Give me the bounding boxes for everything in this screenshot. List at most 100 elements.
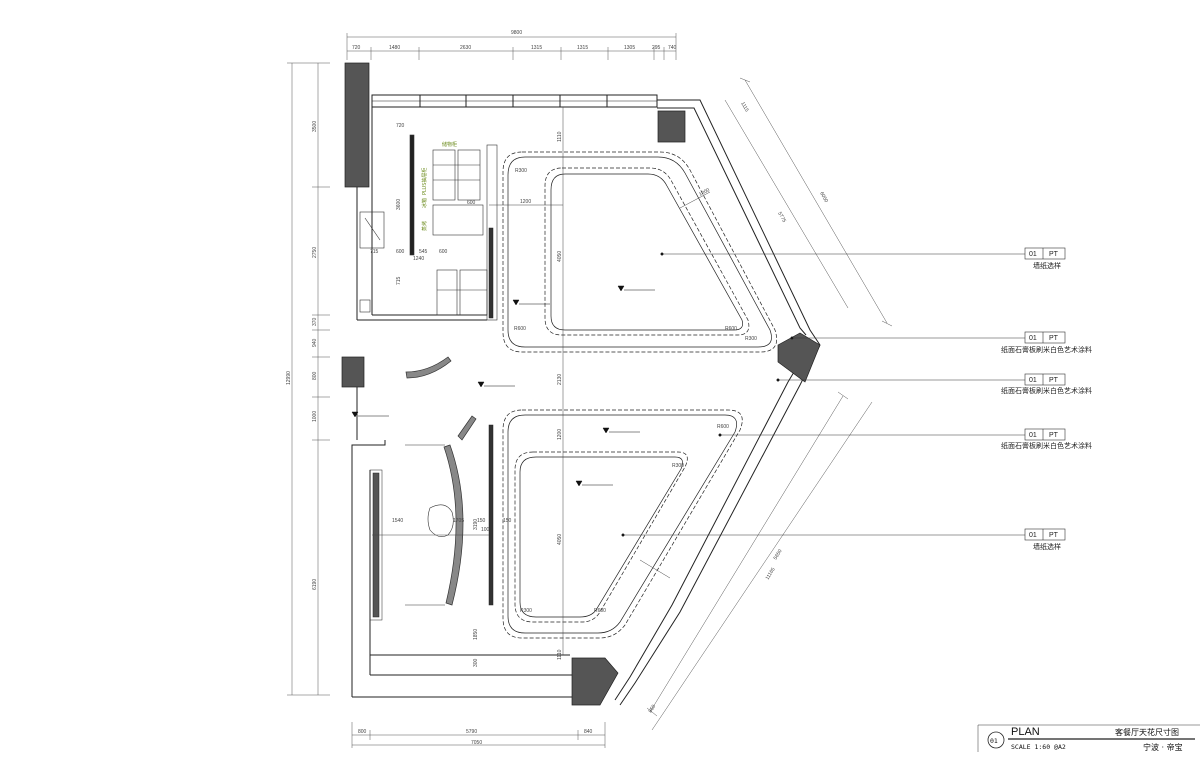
right-lower-dim-1: 5650 xyxy=(773,548,784,561)
radius-4: R600 xyxy=(514,326,526,332)
tag-3-code: 01 xyxy=(1029,377,1037,384)
top-dim-3: 2630 xyxy=(460,45,471,51)
bottom-dim-1: 800 xyxy=(358,729,367,735)
ceiling-upper-outline xyxy=(502,151,778,353)
radius-7: R600 xyxy=(594,608,606,614)
bottom-dimension-chain xyxy=(351,722,606,748)
ceiling-lower-outline xyxy=(502,409,743,639)
outer-walls xyxy=(351,94,821,706)
left-total-dim: 12990 xyxy=(286,371,292,385)
fridge-label: 冰箱 xyxy=(421,198,428,208)
tag-leaders xyxy=(621,252,1025,537)
ceiling-dim-5: 2130 xyxy=(557,374,563,385)
ceiling-dim-3: 1200 xyxy=(520,199,531,205)
ceiling-dim-11: 1540 xyxy=(392,518,403,524)
kitchen-dim-6: 715 xyxy=(370,249,379,255)
top-total-dim: 9800 xyxy=(511,30,522,36)
dining-table xyxy=(405,444,454,606)
right-upper-dim-1: 1115 xyxy=(739,101,749,113)
radius-6: R600 xyxy=(717,424,729,430)
tag-3-type: PT xyxy=(1049,377,1059,384)
ceiling-dims: 1110 4050 1200 1200 2130 1200 4050 1110 … xyxy=(392,131,711,667)
radius-5: R300 xyxy=(672,463,684,469)
top-dim-1: 720 xyxy=(352,45,361,51)
drawing-name: 客餐厅天花尺寸图 xyxy=(1115,727,1179,737)
top-dim-2: 1480 xyxy=(389,45,400,51)
ceiling-dim-6: 1200 xyxy=(557,429,563,440)
ceiling-dim-7: 4050 xyxy=(557,534,563,545)
tag-5-code: 01 xyxy=(1029,532,1037,539)
kitchen-dim-7: 1240 xyxy=(413,256,424,262)
ceiling-dim-1: 1110 xyxy=(557,131,563,142)
top-dim-4: 1315 xyxy=(531,45,542,51)
radius-labels: R300 R600 R300 R600 R300 R600 R600 R300 xyxy=(514,168,757,614)
ceiling-dim-12: 1705 xyxy=(453,518,464,524)
radius-3: R300 xyxy=(745,336,757,342)
ceiling-dim-2: 4050 xyxy=(557,251,563,262)
project-name: 宁波 · 帝宝 xyxy=(1143,742,1183,752)
kitchen-dims: 720 3600 600 545 600 715 1240 715 600 xyxy=(370,123,476,285)
kitchen-dim-1: 720 xyxy=(396,123,405,129)
kitchen-dim-9: 600 xyxy=(396,249,405,255)
tag-3-note: 纸面石膏板刷米白色艺术涂料 xyxy=(1001,386,1092,395)
left-dim-7: 6190 xyxy=(312,579,318,590)
material-tag-5: 01 PT 墙纸选样 xyxy=(1024,528,1066,551)
tag-4-code: 01 xyxy=(1029,432,1037,439)
ceiling-dim-8: 1110 xyxy=(557,649,563,660)
ceiling-dim-10: 150 xyxy=(503,518,512,524)
top-dim-7: 295 xyxy=(652,45,661,51)
ceiling-dim-13: 100 xyxy=(481,527,490,533)
ceiling-centerlines xyxy=(372,107,711,655)
steam-oven-label: 蒸烤 xyxy=(421,221,428,231)
material-tag-3: 01 PT 纸面石膏板刷米白色艺术涂料 xyxy=(1001,373,1092,395)
ceiling-dim-16: 300 xyxy=(473,658,479,667)
tag-2-note: 纸面石膏板刷米白色艺术涂料 xyxy=(1001,345,1092,354)
radius-2: R600 xyxy=(725,326,737,332)
tag-2-type: PT xyxy=(1049,335,1059,342)
right-lower-dim-2: 11165 xyxy=(765,567,777,582)
tag-5-type: PT xyxy=(1049,532,1059,539)
tag-4-note: 纸面石膏板刷米白色艺术涂料 xyxy=(1001,441,1092,450)
tag-1-type: PT xyxy=(1049,251,1059,258)
left-dimension-chain xyxy=(287,62,330,696)
left-segment-dims: 3500 2750 370 940 800 1000 6190 xyxy=(312,121,318,590)
ceiling-dim-4: 1200 xyxy=(698,187,711,198)
left-dim-4: 940 xyxy=(312,338,318,347)
kitchen-dim-2: 3600 xyxy=(396,199,402,210)
storage-cabinet-label: 储物柜 xyxy=(442,141,457,148)
ceiling-dim-15: 1850 xyxy=(473,629,479,640)
plan-label: PLAN xyxy=(1011,726,1040,738)
bottom-total-dim: 7050 xyxy=(471,740,482,746)
kitchen-block xyxy=(359,134,498,321)
tag-4-type: PT xyxy=(1049,432,1059,439)
top-dim-5: 1315 xyxy=(577,45,588,51)
radius-1: R300 xyxy=(515,168,527,174)
bottom-dim-2: 5790 xyxy=(466,729,477,735)
top-dimension-chain xyxy=(346,33,677,60)
top-segment-dims: 720 1480 2630 1315 1315 1305 295 740 xyxy=(352,45,677,51)
kitchen-dim-4: 545 xyxy=(419,249,428,255)
right-upper-dim-3: 5775 xyxy=(776,211,787,224)
left-dim-3: 370 xyxy=(312,317,318,326)
material-tag-4: 01 PT 纸面石膏板刷米白色艺术涂料 xyxy=(1001,428,1092,450)
drawing-number: 01 xyxy=(990,737,998,745)
left-dim-1: 3500 xyxy=(312,121,318,132)
material-tag-2: 01 PT 纸面石膏板刷米白色艺术涂料 xyxy=(1001,331,1092,354)
ceiling-dim-9: 150 xyxy=(477,518,486,524)
radius-8: R300 xyxy=(520,608,532,614)
right-lower-dim-3: 850 xyxy=(648,704,658,714)
left-dim-2: 2750 xyxy=(312,247,318,258)
title-block: 01 PLAN SCALE 1:60 @A2 客餐厅天花尺寸图 宁波 · 帝宝 xyxy=(977,724,1200,752)
top-dim-8: 740 xyxy=(668,45,677,51)
left-dim-5: 800 xyxy=(312,371,318,380)
right-upper-dim-2: 6050 xyxy=(818,191,829,204)
tag-1-note: 墙纸选样 xyxy=(1033,261,1061,270)
kitchen-dim-3: 600 xyxy=(467,200,476,206)
tag-5-note: 墙纸选样 xyxy=(1033,542,1061,551)
wardrobe-cabinets xyxy=(369,227,494,621)
ceiling-dim-14: 3190 xyxy=(473,519,479,530)
bottom-dim-3: 840 xyxy=(584,729,593,735)
kitchen-dim-5: 600 xyxy=(439,249,448,255)
drawing-number-circle xyxy=(987,731,1005,749)
